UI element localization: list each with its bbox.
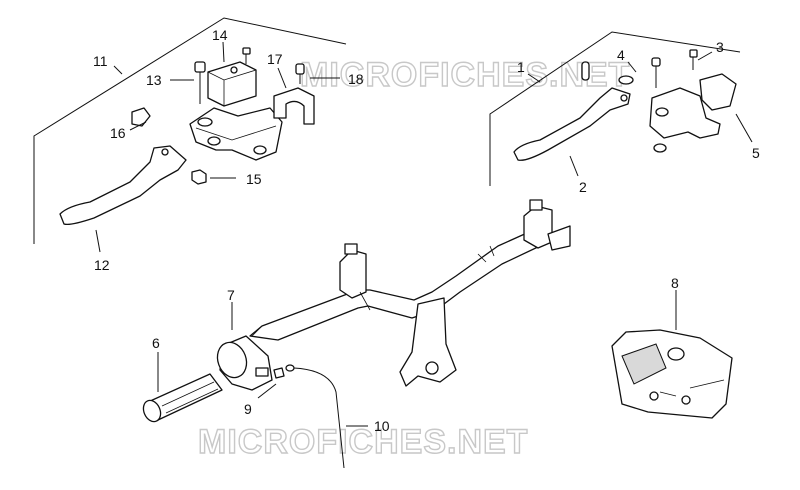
callout-16: 16: [110, 125, 126, 141]
callout-5: 5: [752, 145, 760, 161]
leader-3: [697, 51, 713, 61]
pin-right: [581, 61, 590, 81]
screw-3: [689, 49, 698, 70]
brake-lever-left: [59, 145, 187, 226]
callout-11: 11: [93, 53, 108, 69]
screw-13: [194, 61, 206, 104]
nut-15: [191, 169, 207, 185]
screw-4: [651, 57, 661, 88]
lever-bracket-right: [649, 73, 737, 153]
handlebar: [249, 199, 571, 387]
callout-17: 17: [267, 51, 283, 67]
callout-2: 2: [579, 179, 587, 195]
cap-16: [131, 107, 151, 127]
callout-6: 6: [152, 335, 160, 351]
callout-12: 12: [94, 257, 110, 273]
leader-16: [129, 121, 147, 131]
leader-11: [113, 65, 123, 75]
clutch-lever-right: [513, 87, 631, 161]
screw-18: [295, 63, 305, 84]
watermark-bottom: MICROFICHES.NET: [198, 423, 528, 461]
callout-8: 8: [671, 275, 679, 291]
leader-4: [627, 61, 637, 73]
leader-5: [735, 113, 753, 143]
master-cylinder: [189, 61, 283, 161]
throttle-control-7: [216, 335, 273, 391]
clamp-17: [273, 87, 315, 125]
leader-2: [569, 155, 579, 177]
callout-13: 13: [146, 72, 162, 88]
callout-7: 7: [227, 287, 235, 303]
washer-right: [618, 75, 634, 85]
screw-top: [242, 47, 251, 64]
callout-15: 15: [246, 171, 262, 187]
bracket-right-group: [489, 31, 741, 186]
bracket-left-group: [33, 17, 347, 244]
switch-housing-8: [611, 329, 733, 419]
screw-9: [273, 367, 285, 379]
leader-9: [257, 383, 277, 399]
watermark-top: MICROFICHES.NET: [300, 56, 630, 94]
callout-14: 14: [212, 27, 228, 43]
callout-4: 4: [617, 47, 625, 63]
leader-14: [222, 41, 225, 63]
leader-12: [95, 229, 101, 253]
grip-6: [142, 373, 223, 423]
callout-10: 10: [374, 418, 390, 434]
callout-3: 3: [716, 39, 724, 55]
callout-18: 18: [348, 71, 364, 87]
callout-1: 1: [517, 59, 525, 75]
leader-17: [277, 67, 287, 89]
throttle-cable: [285, 364, 345, 469]
callout-9: 9: [244, 401, 252, 417]
leader-1: [527, 73, 541, 83]
